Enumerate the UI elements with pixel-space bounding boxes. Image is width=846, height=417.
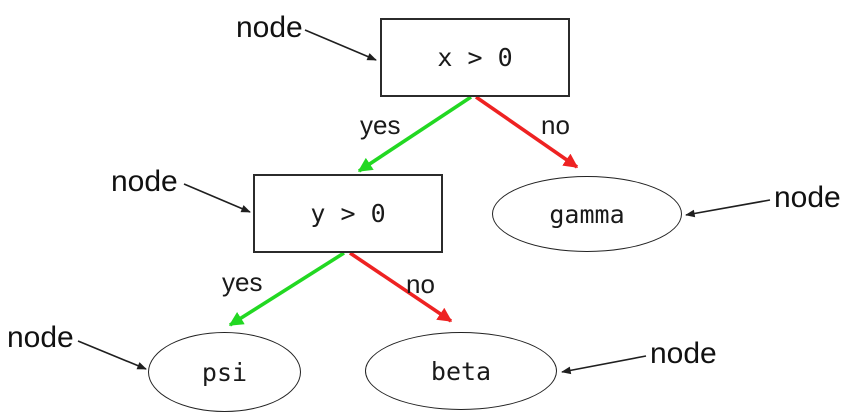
callout-arrow-gamma [685, 199, 771, 218]
edge-label-no: no [406, 269, 435, 299]
edge-no-root-to-gamma [474, 95, 579, 169]
node-callout-label: node [650, 337, 717, 370]
decision-node-label: y > 0 [310, 199, 386, 228]
decision-node-label: x > 0 [437, 43, 513, 72]
leaf-node-label: psi [201, 357, 248, 387]
edge-label-yes: yes [360, 110, 401, 140]
decision-node-y-gt-0: y > 0 [253, 174, 443, 253]
leaf-node-gamma: gamma [492, 176, 682, 252]
edge-yes-y-to-psi [228, 251, 345, 327]
edge-no-y-to-beta [348, 251, 453, 323]
node-callout-label: node [7, 321, 74, 354]
leaf-node-label: beta [430, 356, 492, 386]
callout-arrow-beta [561, 355, 647, 375]
callout-arrow-root [304, 29, 377, 61]
node-callout-label: node [236, 11, 303, 44]
leaf-node-psi: psi [148, 332, 301, 412]
decision-node-x-gt-0: x > 0 [380, 18, 570, 97]
edge-label-no: no [541, 110, 570, 140]
edge-yes-root-to-y [357, 95, 472, 173]
callout-arrow-y [183, 183, 251, 213]
leaf-node-label: gamma [549, 199, 625, 229]
callout-arrow-psi [77, 340, 147, 370]
node-callout-label: node [111, 165, 178, 198]
leaf-node-beta: beta [365, 332, 557, 410]
node-callout-label: node [774, 181, 841, 214]
edge-label-yes: yes [222, 267, 263, 297]
